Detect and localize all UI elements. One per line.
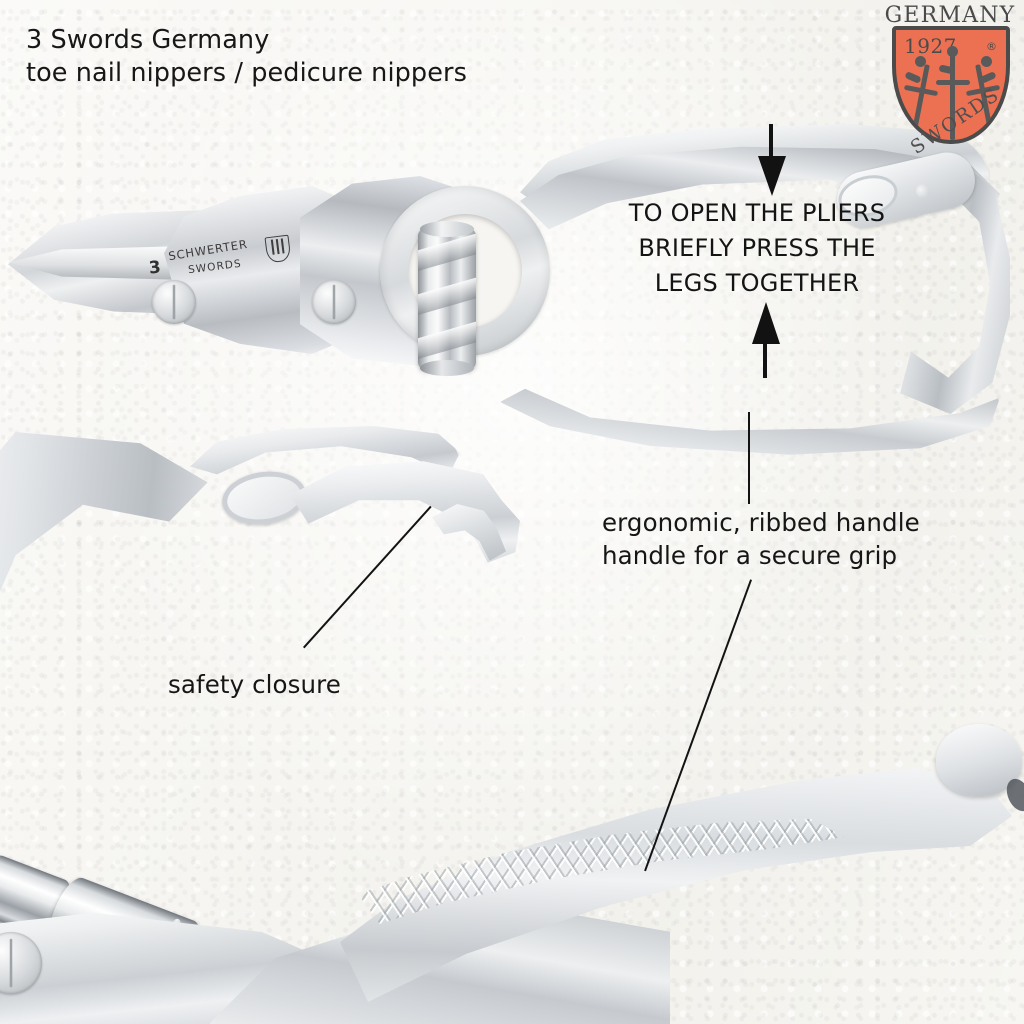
brand-logo: GERMANY 1927 ® SWORDS [876, 2, 1024, 159]
ergonomic-ribbed-handle [340, 720, 1024, 1020]
sword-pommel-right [980, 55, 993, 68]
sword-icon-middle [950, 54, 955, 140]
engraving-swords: SWORDS [187, 257, 243, 277]
bottom-nipper-closeup [0, 420, 1024, 1024]
ergonomic-handle-text: ergonomic, ribbed handle handle for a se… [602, 508, 920, 570]
safety-closure-text: safety closure [168, 670, 341, 699]
top-nipper-illustration: 3 SCHWERTER SWORDS [0, 58, 1024, 455]
fencer-figure-left [904, 71, 922, 84]
logo-curved-swords-text: SWORDS [904, 83, 1024, 159]
registered-trademark-icon: ® [986, 40, 997, 53]
barrel-cap-top [420, 221, 474, 237]
pivot-screw-rear [312, 280, 356, 324]
barrel-cap-bottom [420, 360, 474, 376]
engraving-shield-icon [264, 234, 292, 264]
blade-engraving: 3 SCHWERTER SWORDS [146, 230, 306, 286]
sword-guard-middle [936, 80, 970, 85]
double-spring-barrel [418, 228, 476, 370]
up-arrow-icon [752, 302, 780, 378]
engraving-number: 3 [147, 257, 162, 279]
product-type-line: toe nail nippers / pedicure nippers [26, 58, 467, 88]
open-instruction-text: TO OPEN THE PLIERS BRIEFLY PRESS THE LEG… [628, 199, 886, 297]
shield-icon: 1927 ® [892, 26, 1010, 144]
brand-name-line: 3 Swords Germany [26, 25, 270, 55]
leader-line-ergonomic [748, 412, 750, 504]
sword-pommel-middle [947, 46, 958, 57]
down-arrow-icon [758, 124, 786, 196]
logo-germany-text: GERMANY [884, 3, 1016, 28]
pivot-screw-front [152, 280, 196, 324]
